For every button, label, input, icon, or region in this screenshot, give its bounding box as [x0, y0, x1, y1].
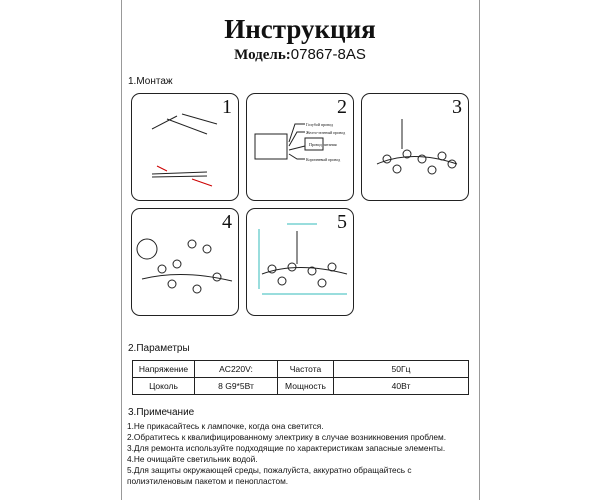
note-item: 2.Обратитесь к квалифицированному электр… — [127, 432, 447, 442]
note-item: 4.Не очищайте светильник водой. — [127, 454, 258, 464]
table-row: Напряжение AC220V: Частота 50Гц — [132, 360, 469, 378]
step-5-panel: 5 — [246, 208, 354, 316]
step-1-panel: 1 — [131, 93, 239, 201]
bracket-mount-illustration — [151, 113, 218, 187]
params-table: Напряжение AC220V: Частота 50Гц Цоколь 8… — [132, 360, 469, 395]
bulb-install-illustration — [136, 238, 233, 294]
note-item: 3.Для ремонта используйте подходящие по … — [127, 443, 446, 453]
step-4-panel: 4 — [131, 208, 239, 316]
step-2-panel: 2 Голубой провод Желто-зеленый провод Пр… — [246, 93, 354, 201]
note-item: 1.Не прикасайтесь к лампочке, когда она … — [127, 421, 324, 431]
table-row: Цоколь 8 G9*5Вт Мощность 40Вт — [132, 377, 469, 395]
step-3-panel: 3 — [361, 93, 469, 201]
section-notes: 3.Примечание — [128, 407, 195, 418]
page-frame — [121, 0, 480, 500]
wiring-illustration — [254, 123, 324, 160]
dimensions-illustration — [258, 223, 348, 295]
model-number: 07867-8AS — [290, 46, 366, 63]
chandelier-hanging-illustration — [376, 119, 458, 175]
section-params: 2.Параметры — [128, 343, 190, 354]
model-line: Модель:07867-8AS — [234, 46, 366, 63]
section-mount: 1.Монтаж — [128, 76, 173, 87]
page-title: Инструкция — [224, 14, 376, 44]
note-item: 5.Для защиты окружающей среды, пожалуйст… — [127, 465, 412, 486]
notes-list: 1.Не прикасайтесь к лампочке, когда она … — [127, 421, 477, 487]
